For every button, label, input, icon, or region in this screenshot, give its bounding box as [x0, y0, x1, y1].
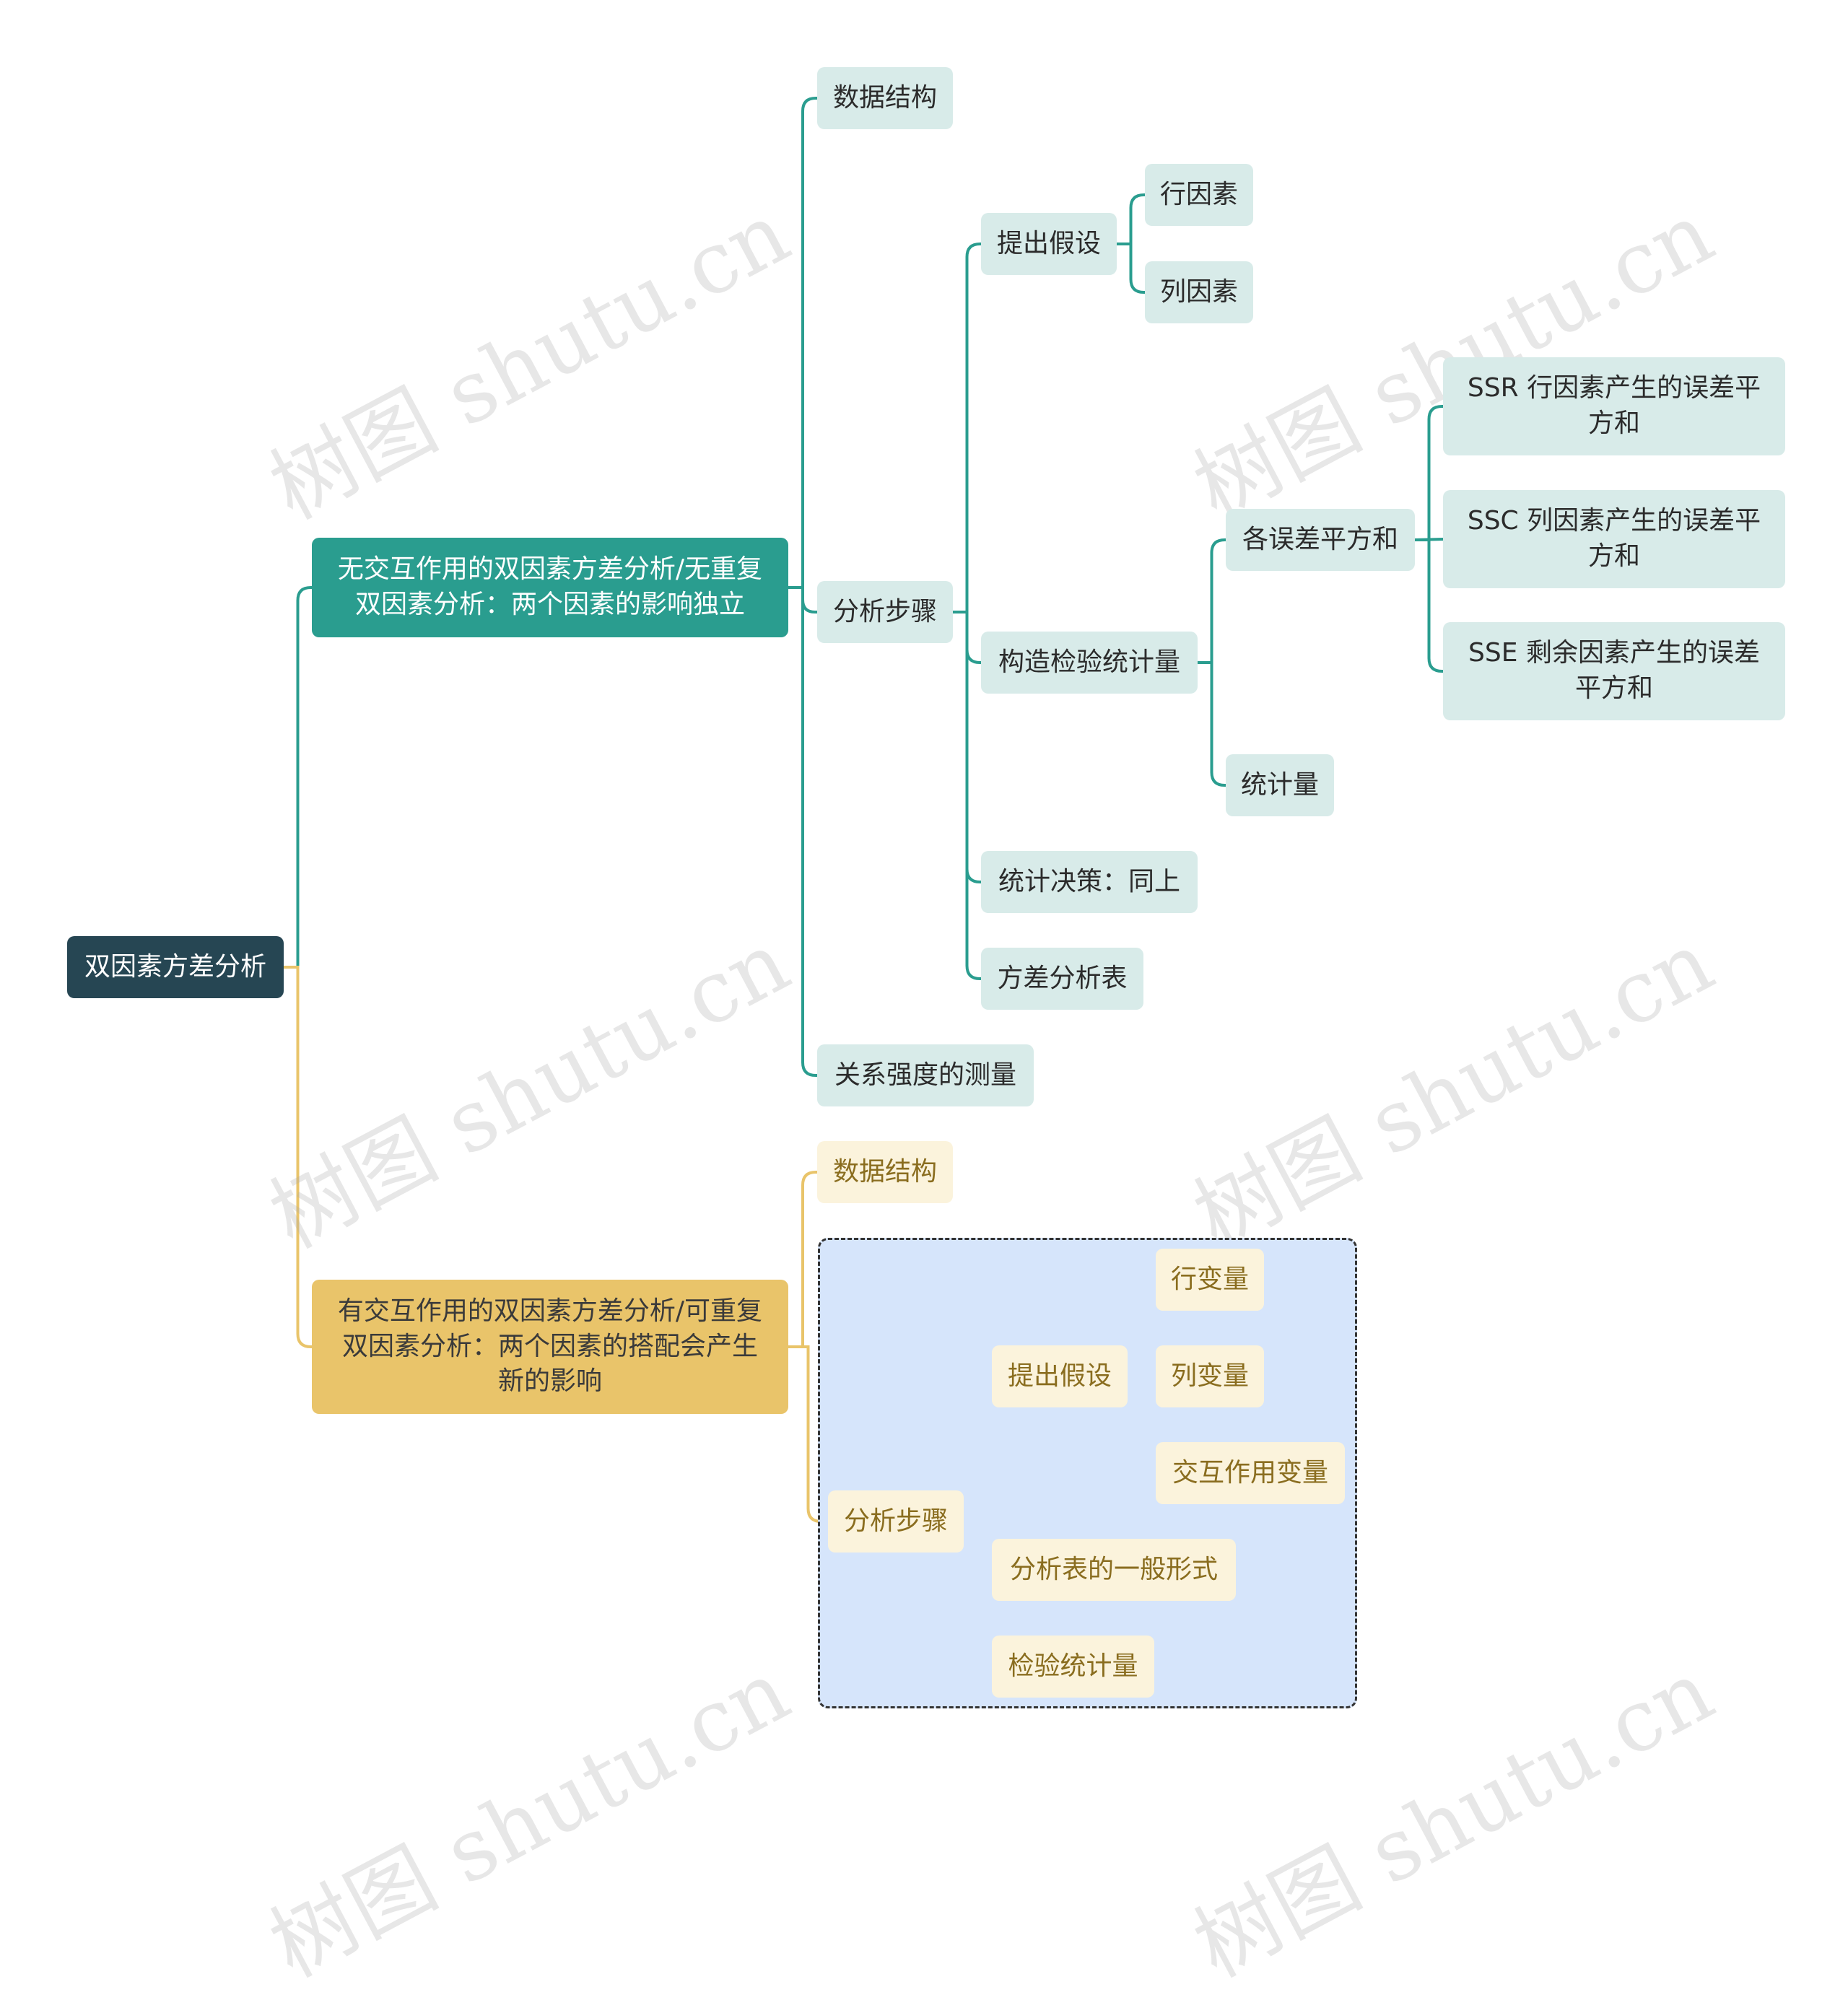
node-statistic[interactable]: 统计量 — [1226, 754, 1334, 816]
node-test-statistic[interactable]: 检验统计量 — [992, 1636, 1154, 1698]
node-strength[interactable]: 关系强度的测量 — [817, 1044, 1034, 1106]
node-construct-statistic[interactable]: 构造检验统计量 — [981, 632, 1198, 694]
node-data-structure[interactable]: 数据结构 — [817, 67, 953, 129]
node-analysis-steps[interactable]: 分析步骤 — [817, 581, 953, 643]
node-general-form[interactable]: 分析表的一般形式 — [992, 1539, 1236, 1601]
connector-n-b1-hyp-n-b1-row — [1117, 193, 1145, 245]
connector-n-b2-n-b2-ds — [788, 1171, 817, 1348]
node-hypothesis-2[interactable]: 提出假设 — [992, 1345, 1128, 1407]
node-analysis-steps-2[interactable]: 分析步骤 — [828, 1490, 964, 1553]
node-anova-table[interactable]: 方差分析表 — [981, 948, 1143, 1010]
branch-no-interaction[interactable]: 无交互作用的双因素方差分析/无重复 双因素分析：两个因素的影响独立 — [312, 538, 788, 637]
node-ssc[interactable]: SSC 列因素产生的误差平 方和 — [1443, 490, 1785, 588]
connector-n-b1-ss-n-b1-ssr — [1415, 405, 1443, 541]
root-node[interactable]: 双因素方差分析 — [67, 936, 284, 998]
branch-interaction[interactable]: 有交互作用的双因素方差分析/可重复 双因素分析：两个因素的搭配会产生 新的影响 — [312, 1280, 788, 1414]
node-row-variable[interactable]: 行变量 — [1156, 1249, 1264, 1311]
node-data-structure-2[interactable]: 数据结构 — [817, 1141, 953, 1203]
node-decision[interactable]: 统计决策：同上 — [981, 851, 1198, 913]
connector-n-b1-ss-n-b1-sse — [1415, 538, 1443, 673]
node-sse[interactable]: SSE 剩余因素产生的误差 平方和 — [1443, 622, 1785, 720]
node-ssr[interactable]: SSR 行因素产生的误差平 方和 — [1443, 357, 1785, 455]
node-hypothesis[interactable]: 提出假设 — [981, 213, 1117, 275]
node-sum-of-squares[interactable]: 各误差平方和 — [1226, 509, 1415, 571]
node-interaction-variable[interactable]: 交互作用变量 — [1156, 1442, 1345, 1504]
connector-n-b1-n-b1-str — [788, 586, 817, 1077]
connector-n-root-n-b2 — [284, 966, 312, 1348]
mind-map-canvas: 树图 shutu.cn 树图 shutu.cn 树图 shutu.cn 树图 s… — [67, 67, 1785, 1996]
connector-n-b1-cons-n-b1-stat — [1198, 661, 1226, 787]
connector-n-root-n-b1 — [284, 586, 312, 969]
connector-n-b1-steps-n-b1-hyp — [953, 243, 981, 613]
connector-n-b1-hyp-n-b1-col — [1117, 243, 1145, 294]
node-row-factor[interactable]: 行因素 — [1145, 164, 1253, 226]
connector-n-b1-steps-n-b1-anova — [953, 611, 981, 980]
node-col-factor[interactable]: 列因素 — [1145, 261, 1253, 323]
connector-n-b1-n-b1-ds — [788, 97, 817, 589]
node-col-variable[interactable]: 列变量 — [1156, 1345, 1264, 1407]
connector-n-b1-cons-n-b1-ss — [1198, 538, 1226, 664]
